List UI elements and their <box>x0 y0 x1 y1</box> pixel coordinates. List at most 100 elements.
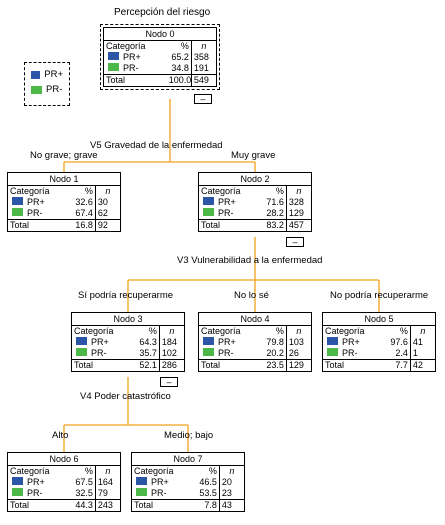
category-label: PR+ <box>218 197 236 207</box>
col-header-pct: % <box>261 325 287 337</box>
category-swatch-icon <box>108 63 119 71</box>
category-label: PR+ <box>123 52 141 62</box>
col-header-category: Categoría <box>323 325 386 337</box>
collapse-toggle-node-3[interactable]: – <box>160 377 178 387</box>
category-swatch-icon <box>12 208 23 216</box>
total-pct: 83.2 <box>261 219 287 231</box>
collapse-toggle-node-2[interactable]: – <box>286 237 304 247</box>
split-label-node-3: V4 Poder catastrófico <box>80 391 171 402</box>
category-n: 23 <box>218 488 244 500</box>
category-n: 129 <box>285 208 311 220</box>
category-swatch-icon <box>76 348 87 356</box>
col-header-pct: % <box>261 185 287 197</box>
category-label: PR+ <box>218 337 236 347</box>
branch-label-node-5: No podría recuperarme <box>330 290 429 301</box>
total-label: Total <box>132 499 195 511</box>
category-label: PR+ <box>151 477 169 487</box>
category-pct: 46.5 <box>199 477 217 487</box>
category-n: 102 <box>158 348 184 360</box>
category-swatch-icon <box>136 488 147 496</box>
node-title: Nodo 6 <box>49 454 79 464</box>
category-label: PR- <box>123 63 139 73</box>
total-n: 286 <box>158 359 184 371</box>
category-swatch-icon <box>108 52 119 60</box>
category-n: 164 <box>94 477 120 488</box>
col-header-category: Categoría <box>72 325 135 337</box>
category-label: PR- <box>27 488 43 498</box>
category-pct: 64.3 <box>139 337 157 347</box>
branch-label-node-7: Medio; bajo <box>164 430 214 441</box>
category-n: 20 <box>218 477 244 488</box>
tree-title: Percepción del riesgo <box>114 7 211 18</box>
node-title: Nodo 4 <box>240 314 270 324</box>
category-swatch-icon <box>203 348 214 356</box>
category-n: 103 <box>285 337 311 348</box>
col-header-category: Categoría <box>104 40 167 52</box>
category-n: 358 <box>190 52 216 63</box>
legend-item-pr-minus: PR- <box>31 82 63 97</box>
total-label: Total <box>199 219 262 231</box>
total-n: 549 <box>190 74 216 86</box>
node-title: Nodo 5 <box>364 314 394 324</box>
category-n: 79 <box>94 488 120 500</box>
total-pct: 23.5 <box>261 359 287 371</box>
category-n: 328 <box>285 197 311 208</box>
category-pct: 67.5 <box>75 477 93 487</box>
node-title: Nodo 2 <box>240 174 270 184</box>
node-title: Nodo 7 <box>173 454 203 464</box>
category-pct: 79.8 <box>266 337 284 347</box>
category-pct: 67.4 <box>75 208 93 218</box>
category-swatch-icon <box>76 337 87 345</box>
col-header-n: n <box>285 325 311 337</box>
total-pct: 16.8 <box>70 219 96 231</box>
category-pct: 20.2 <box>266 348 284 358</box>
total-label: Total <box>323 359 386 371</box>
category-label: PR- <box>27 208 43 218</box>
category-pct: 34.8 <box>171 63 189 73</box>
total-n: 457 <box>285 219 311 231</box>
category-n: 26 <box>285 348 311 360</box>
node-title: Nodo 0 <box>145 29 175 39</box>
branch-label-node-3: Sí podría recuperarme <box>78 290 174 301</box>
category-swatch-icon <box>203 337 214 345</box>
col-header-pct: % <box>385 325 411 337</box>
category-pct: 2.4 <box>395 348 408 358</box>
total-pct: 44.3 <box>70 499 96 511</box>
col-header-pct: % <box>166 40 192 52</box>
col-header-pct: % <box>70 465 96 477</box>
col-header-category: Categoría <box>8 185 71 197</box>
collapse-toggle-node-0[interactable]: – <box>194 94 212 104</box>
col-header-category: Categoría <box>132 465 195 477</box>
col-header-n: n <box>285 185 311 197</box>
col-header-pct: % <box>134 325 160 337</box>
category-swatch-icon <box>136 477 147 485</box>
pr-plus-swatch-icon <box>31 70 41 79</box>
split-label-node-2: V3 Vulnerabilidad a la enfermedad <box>177 255 323 266</box>
category-swatch-icon <box>12 197 23 205</box>
